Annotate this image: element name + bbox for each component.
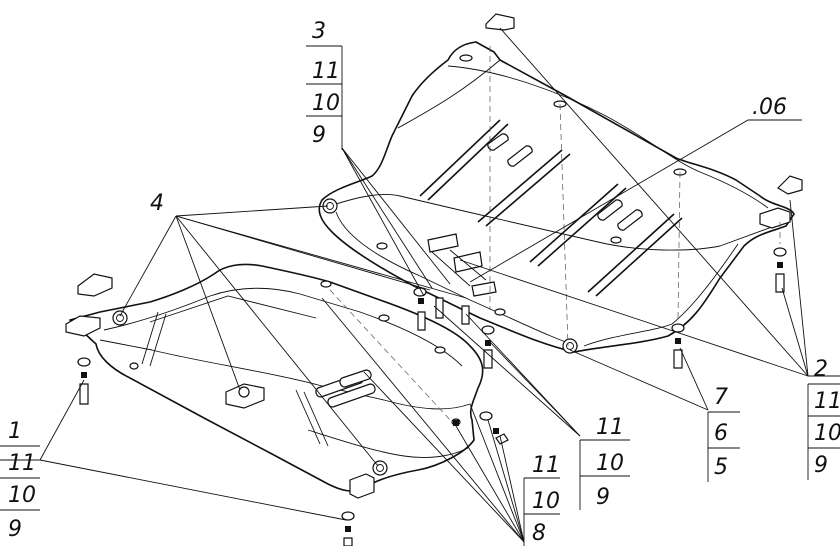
fastener-stack-left [77,357,91,405]
callout-group-7: 7 6 5 [707,385,740,482]
callout-bottom-1: 11 [532,453,560,478]
callout-bottom-2: 10 [532,489,560,514]
callout-group-bottom: 11 10 8 [523,453,560,546]
callout-top-3: 10 [312,91,340,116]
callout-7-2: 6 [714,421,728,446]
fastener-stack-lower [453,411,509,445]
callout-left-1: 1 [8,419,22,444]
callout-mid-1: 11 [596,415,624,440]
callout-left-4: 9 [8,517,22,542]
callout-group-top: 3 11 10 9 [306,19,343,150]
callout-7-3: 5 [714,455,728,480]
fastener-stack-centre [413,287,495,369]
fastener-stack-right [773,247,787,293]
callout-7-1: 7 [714,385,728,410]
callout-bottom-3: 8 [532,521,546,546]
callout-top-1: 3 [312,19,326,44]
callout-top-2: 11 [312,59,340,84]
fasteners [77,247,787,546]
callout-right-2: 11 [814,389,840,414]
lower-skid-plate [65,263,484,499]
callout-left-3: 10 [8,483,36,508]
callout-right-1: 2 [814,357,828,382]
callout-detail: .06 [752,95,787,120]
upper-skid-plate [318,13,803,354]
callout-item-4: 4 [150,191,164,216]
callout-group-right: 2 11 10 9 [807,357,840,480]
callout-right-4: 9 [814,453,828,478]
callout-mid-3: 9 [596,485,610,510]
fastener-stack-bottom [341,511,355,546]
callout-top-4: 9 [312,123,326,148]
leader-lines [0,27,840,543]
fastener-stack-centre-right [671,323,685,369]
callout-detail-label: .06 [752,95,787,120]
callout-left-2: 11 [8,451,36,476]
callout-mid-2: 10 [596,451,624,476]
projection-lines [329,46,781,423]
callout-group-left: 1 11 10 9 [0,419,40,542]
callout-4-label: 4 [150,191,164,216]
callout-right-3: 10 [814,421,840,446]
callout-group-mid: 11 10 9 [579,415,630,510]
